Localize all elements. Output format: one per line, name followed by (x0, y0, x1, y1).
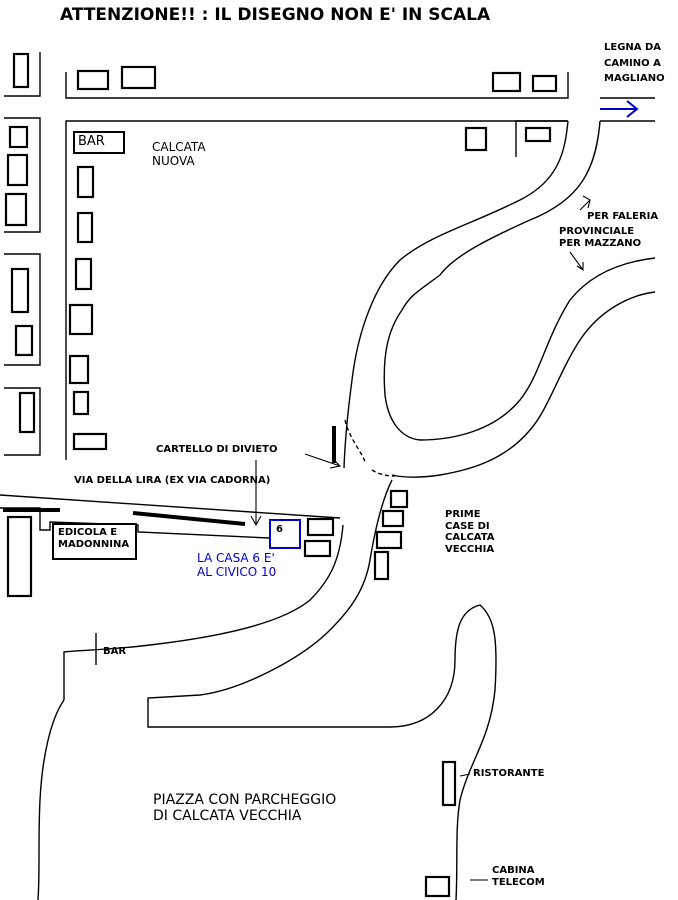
cabina-label-line: CABINA (492, 865, 535, 876)
cabina-building (424, 875, 451, 898)
calcata-nuova-label-line: NUOVA (152, 153, 195, 168)
calcata-nuova-label-line: CALCATA (152, 140, 206, 154)
provinciale-label: PROVINCIALE PER MAZZANO (559, 226, 641, 249)
building (381, 509, 405, 528)
building (6, 153, 29, 187)
pointer-ristorante (459, 773, 471, 777)
road-far-west-edge (37, 633, 97, 900)
prime-case-label-line: CALCATA (445, 532, 495, 543)
cabina-label-line: TELECOM (492, 876, 545, 888)
road-west-edge (343, 120, 569, 469)
pointer-cartello (304, 453, 342, 469)
calcata-nuova-label: CALCATA NUOVA (152, 140, 206, 169)
side-lots-left (4, 52, 41, 456)
ristorante-building (441, 760, 457, 807)
road-junction-dashed (344, 419, 396, 477)
building (76, 165, 95, 199)
pointer-faleria (579, 195, 591, 211)
via-della-lira-label: VIA DELLA LIRA (EX VIA CADORNA) (74, 475, 271, 486)
building (524, 126, 552, 143)
road-edge-right-top (600, 97, 655, 122)
road-east-edge (383, 120, 656, 441)
building (303, 539, 332, 558)
road-edge-top (65, 72, 569, 99)
legna-label-line: LEGNA DA (604, 42, 662, 53)
edicola-label-line: EDICOLA E (58, 527, 118, 538)
piazza-label-line: PIAZZA CON PARCHEGGIO (153, 792, 337, 808)
per-faleria-label: PER FALERIA (587, 211, 659, 222)
building (8, 125, 29, 149)
road-mazzano-edge (391, 291, 656, 478)
prime-case-label-line: VECCHIA (445, 543, 495, 555)
building (6, 515, 33, 598)
cabina-label: CABINA TELECOM (492, 865, 545, 888)
building (373, 550, 390, 581)
bar-bottom-label: BAR (103, 646, 127, 657)
building (12, 52, 30, 89)
building (72, 390, 90, 416)
building (306, 517, 335, 537)
legna-label-line: MAGLIANO (604, 73, 665, 84)
pointer-casa (250, 460, 262, 527)
arrow-right-icon (600, 100, 639, 118)
edicola-label-line: MADONNINA (58, 539, 130, 550)
building (375, 530, 403, 550)
bar-top-box: BAR (73, 131, 125, 154)
provinciale-label-line: PER MAZZANO (559, 237, 642, 249)
casa-label-line: AL CIVICO 10 (197, 564, 277, 579)
building (72, 432, 108, 451)
via-della-lira-north-edge (0, 494, 341, 519)
building (464, 126, 488, 152)
building (68, 303, 94, 336)
prime-case-label: PRIME CASE DI CALCATA VECCHIA (445, 509, 495, 555)
pointer-mazzano (569, 251, 584, 272)
building (4, 192, 28, 227)
building (389, 489, 409, 509)
piazza-label-line: DI CALCATA VECCHIA (153, 808, 302, 825)
building (531, 74, 558, 93)
calcata-nuova-block-outline (65, 120, 568, 460)
ristorante-label: RISTORANTE (473, 768, 545, 779)
building (68, 354, 90, 385)
cartello-label: CARTELLO DI DIVIETO (156, 444, 278, 455)
wall-segment (132, 511, 246, 526)
road-south-east-edge (147, 479, 497, 900)
piazza-label: PIAZZA CON PARCHEGGIO DI CALCATA VECCHIA (153, 792, 336, 824)
casa-label-line: LA CASA 6 E' (197, 551, 275, 565)
building (10, 267, 30, 314)
building (76, 211, 94, 244)
building (120, 65, 157, 90)
edicola-box: EDICOLA E MADONNINA (52, 523, 137, 560)
prime-case-label-line: PRIME (445, 509, 481, 520)
provinciale-label-line: PROVINCIALE (559, 226, 635, 237)
legna-label: LEGNA DA CAMINO A MAGLIANO (604, 40, 665, 87)
house-6-box: 6 (269, 519, 301, 549)
prime-case-label-line: CASE DI (445, 520, 490, 532)
casa-label: LA CASA 6 E' AL CIVICO 10 (197, 551, 277, 580)
building (76, 69, 110, 91)
building (74, 257, 93, 291)
building (491, 71, 522, 93)
building (14, 324, 34, 357)
legna-label-line: CAMINO A (604, 57, 661, 69)
lot-right-small (515, 120, 568, 157)
building (18, 391, 36, 434)
map-title: ATTENZIONE!! : IL DISEGNO NON E' IN SCAL… (60, 5, 491, 25)
